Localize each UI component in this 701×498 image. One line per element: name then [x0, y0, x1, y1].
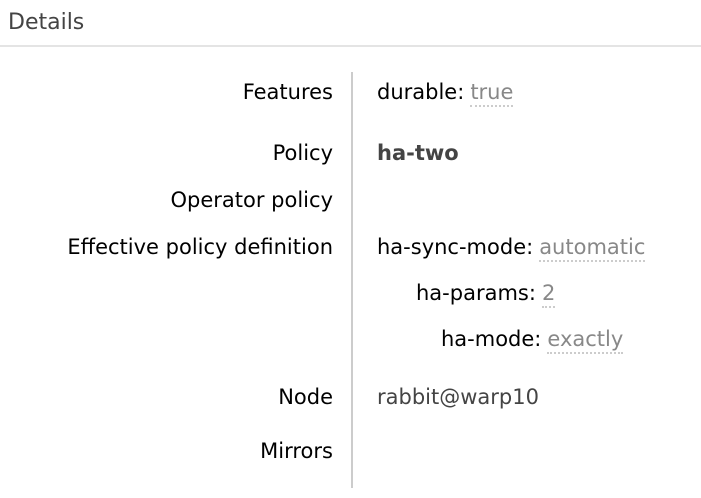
policy-definition-value-abbr: automatic: [539, 235, 646, 262]
policy-definition-key: ha-mode:: [441, 327, 542, 351]
row-value-policy: ha-two: [351, 133, 701, 180]
row-features: Features durable:true: [0, 72, 701, 133]
feature-item: durable:true: [377, 80, 514, 107]
policy-definition-value-abbr: 2: [541, 281, 556, 308]
row-node: Node rabbit@warp10: [0, 377, 701, 431]
policy-definition-key: ha-params:: [416, 281, 536, 305]
row-mirrors: Mirrors: [0, 431, 701, 488]
row-label-features: Features: [242, 80, 333, 104]
policy-link[interactable]: ha-two: [377, 141, 459, 165]
row-label-mirrors: Mirrors: [260, 439, 333, 463]
section-divider: [0, 45, 701, 47]
row-operator-policy: Operator policy: [0, 180, 701, 227]
policy-definition-value-abbr: exactly: [547, 327, 624, 354]
feature-value-abbr: true: [470, 80, 514, 107]
policy-definition-line: ha-sync-mode:automatic: [377, 235, 697, 262]
row-label-effective-policy-definition: Effective policy definition: [67, 235, 333, 259]
policy-definition-line: ha-mode:exactly: [441, 327, 697, 354]
row-label-policy: Policy: [272, 141, 333, 165]
row-value-operator-policy: [351, 180, 701, 227]
row-effective-policy-definition: Effective policy definition ha-sync-mode…: [0, 227, 701, 377]
node-value: rabbit@warp10: [377, 385, 539, 409]
section-title: Details: [8, 10, 85, 35]
row-label-node: Node: [278, 385, 333, 409]
row-label-operator-policy: Operator policy: [170, 188, 334, 212]
row-value-mirrors: [351, 431, 701, 488]
policy-definition-key: ha-sync-mode:: [377, 235, 534, 259]
row-value-features: durable:true: [351, 72, 701, 133]
details-table: Features durable:true Policy ha-two Oper…: [0, 72, 701, 488]
feature-key: durable:: [377, 80, 465, 104]
row-value-effective-policy-definition: ha-sync-mode:automatic ha-params:2 ha-mo…: [351, 227, 701, 377]
policy-definition-line: ha-params:2: [416, 281, 697, 308]
row-policy: Policy ha-two: [0, 133, 701, 180]
row-value-node: rabbit@warp10: [351, 377, 701, 431]
